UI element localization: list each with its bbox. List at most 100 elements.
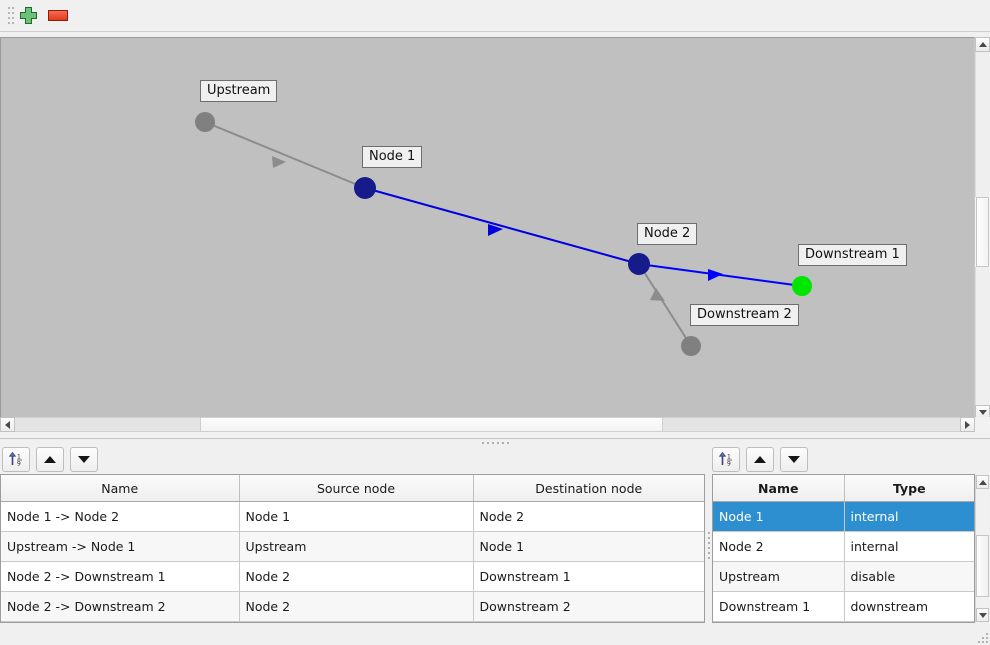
svg-text:1: 1 (727, 454, 731, 461)
triangle-up-icon (754, 455, 766, 463)
graph-node-node2[interactable] (628, 253, 650, 275)
scroll-thumb-vertical[interactable] (976, 197, 989, 267)
window-resize-grip[interactable] (976, 631, 988, 643)
table-row[interactable]: Node 1 internal (713, 501, 974, 532)
toolbar-drag-handle[interactable] (4, 5, 13, 27)
scroll-up-button[interactable] (976, 475, 989, 489)
triangle-up-icon (44, 455, 56, 463)
scrollbar-corner (975, 417, 990, 432)
triangle-up-icon (978, 42, 987, 47)
column-header-type[interactable]: Type (844, 475, 974, 502)
nodes-sort-button[interactable]: 1 9 (712, 446, 740, 472)
nodes-table-scrollbar[interactable] (975, 475, 989, 622)
table-row[interactable]: Node 2 internal (713, 531, 974, 562)
scroll-track-lower[interactable] (975, 267, 990, 405)
scroll-track-upper[interactable] (975, 52, 990, 197)
graph-area: Upstream Node 1 Node 2 Downstream 1 Down… (0, 32, 990, 438)
edge-node2-downstream2[interactable] (638, 263, 692, 347)
remove-button[interactable] (43, 3, 73, 29)
sort-ascending-icon: 1 9 (718, 451, 734, 467)
edges-panel: 1 9 Name Source node (0, 445, 705, 645)
sort-ascending-icon: 1 9 (8, 451, 24, 467)
node-label-node2[interactable]: Node 2 (637, 223, 698, 245)
triangle-right-icon (965, 420, 970, 429)
cell-name: Node 2 -> Downstream 1 (1, 561, 240, 592)
table-row[interactable]: Node 2 -> Downstream 1 Node 2 Downstream… (1, 561, 704, 592)
cell-destination: Node 2 (473, 501, 704, 532)
nodes-table-container[interactable]: Name Type Node 1 internal Node 2 interna… (712, 474, 975, 623)
cell-name: Node 1 (713, 501, 845, 532)
nodes-move-up-button[interactable] (746, 446, 774, 472)
triangle-down-icon (978, 410, 987, 415)
table-row[interactable]: Node 2 -> Downstream 2 Node 2 Downstream… (1, 591, 704, 622)
column-header-source-node[interactable]: Source node (239, 475, 474, 502)
edges-table: Name Source node Destination node Node 1… (1, 475, 704, 622)
cell-source: Node 2 (239, 561, 474, 592)
cell-type: internal (844, 531, 974, 562)
add-button[interactable] (13, 3, 43, 29)
cell-destination: Downstream 1 (473, 561, 704, 592)
cell-name: Upstream (713, 561, 845, 592)
svg-text:9: 9 (727, 461, 731, 468)
nodes-table-header-row: Name Type (713, 475, 974, 502)
nodes-panel: 1 9 Name Type (712, 445, 990, 645)
splitter-grip-icon (707, 531, 710, 559)
edges-move-down-button[interactable] (70, 446, 98, 472)
triangle-down-icon (78, 455, 90, 463)
column-header-name[interactable]: Name (1, 475, 240, 502)
cell-destination: Downstream 2 (473, 591, 704, 622)
triangle-down-icon (788, 455, 800, 463)
graph-node-downstream1[interactable] (792, 276, 812, 296)
edges-move-up-button[interactable] (36, 446, 64, 472)
scroll-thumb-horizontal[interactable] (200, 417, 663, 432)
scroll-thumb-vertical[interactable] (976, 535, 989, 597)
scroll-up-button[interactable] (975, 37, 990, 52)
scroll-left-button[interactable] (0, 417, 15, 432)
nodes-table: Name Type Node 1 internal Node 2 interna… (713, 475, 974, 622)
scroll-down-button[interactable] (976, 608, 989, 622)
table-row[interactable]: Upstream -> Node 1 Upstream Node 1 (1, 531, 704, 562)
node-label-node1[interactable]: Node 1 (362, 146, 423, 168)
horizontal-splitter[interactable] (0, 438, 990, 446)
nodes-panel-toolbar: 1 9 (712, 445, 808, 473)
cell-type: downstream (844, 591, 974, 622)
tables-area: 1 9 Name Source node (0, 445, 990, 645)
canvas-horizontal-scrollbar[interactable] (0, 417, 990, 432)
column-header-name[interactable]: Name (713, 475, 845, 502)
graph-node-node1[interactable] (354, 177, 376, 199)
hscroll-track-right[interactable] (663, 417, 962, 432)
hscroll-track-left[interactable] (15, 417, 200, 432)
svg-text:1: 1 (17, 454, 21, 461)
edges-sort-button[interactable]: 1 9 (2, 446, 30, 472)
nodes-move-down-button[interactable] (780, 446, 808, 472)
node-label-downstream2[interactable]: Downstream 2 (690, 304, 799, 326)
splitter-grip-icon (481, 441, 509, 444)
cell-destination: Node 1 (473, 531, 704, 562)
scroll-right-button[interactable] (960, 417, 975, 432)
column-header-destination-node[interactable]: Destination node (473, 475, 704, 502)
node-label-downstream1[interactable]: Downstream 1 (798, 244, 907, 266)
edge-node2-downstream1[interactable] (638, 263, 803, 287)
edge-upstream-node1[interactable] (204, 121, 366, 189)
svg-text:9: 9 (17, 461, 21, 468)
cell-source: Upstream (239, 531, 474, 562)
graph-svg (195, 112, 812, 356)
vertical-splitter[interactable] (705, 445, 712, 645)
minus-icon (48, 10, 68, 21)
main-toolbar (0, 0, 990, 32)
cell-type: internal (844, 501, 974, 532)
table-row[interactable]: Node 1 -> Node 2 Node 1 Node 2 (1, 501, 704, 532)
graph-node-downstream2[interactable] (681, 336, 701, 356)
table-row[interactable]: Upstream disable (713, 561, 974, 592)
cell-source: Node 1 (239, 501, 474, 532)
graph-canvas[interactable]: Upstream Node 1 Node 2 Downstream 1 Down… (0, 37, 976, 421)
graph-node-upstream[interactable] (195, 112, 215, 132)
node-label-upstream[interactable]: Upstream (200, 80, 278, 102)
triangle-left-icon (5, 420, 10, 429)
canvas-vertical-scrollbar[interactable] (974, 37, 990, 420)
edge-node1-node2[interactable] (364, 187, 640, 265)
edges-table-container[interactable]: Name Source node Destination node Node 1… (0, 474, 705, 623)
cell-name: Node 2 -> Downstream 2 (1, 591, 240, 622)
table-row[interactable]: Downstream 1 downstream (713, 591, 974, 622)
cell-name: Upstream -> Node 1 (1, 531, 240, 562)
